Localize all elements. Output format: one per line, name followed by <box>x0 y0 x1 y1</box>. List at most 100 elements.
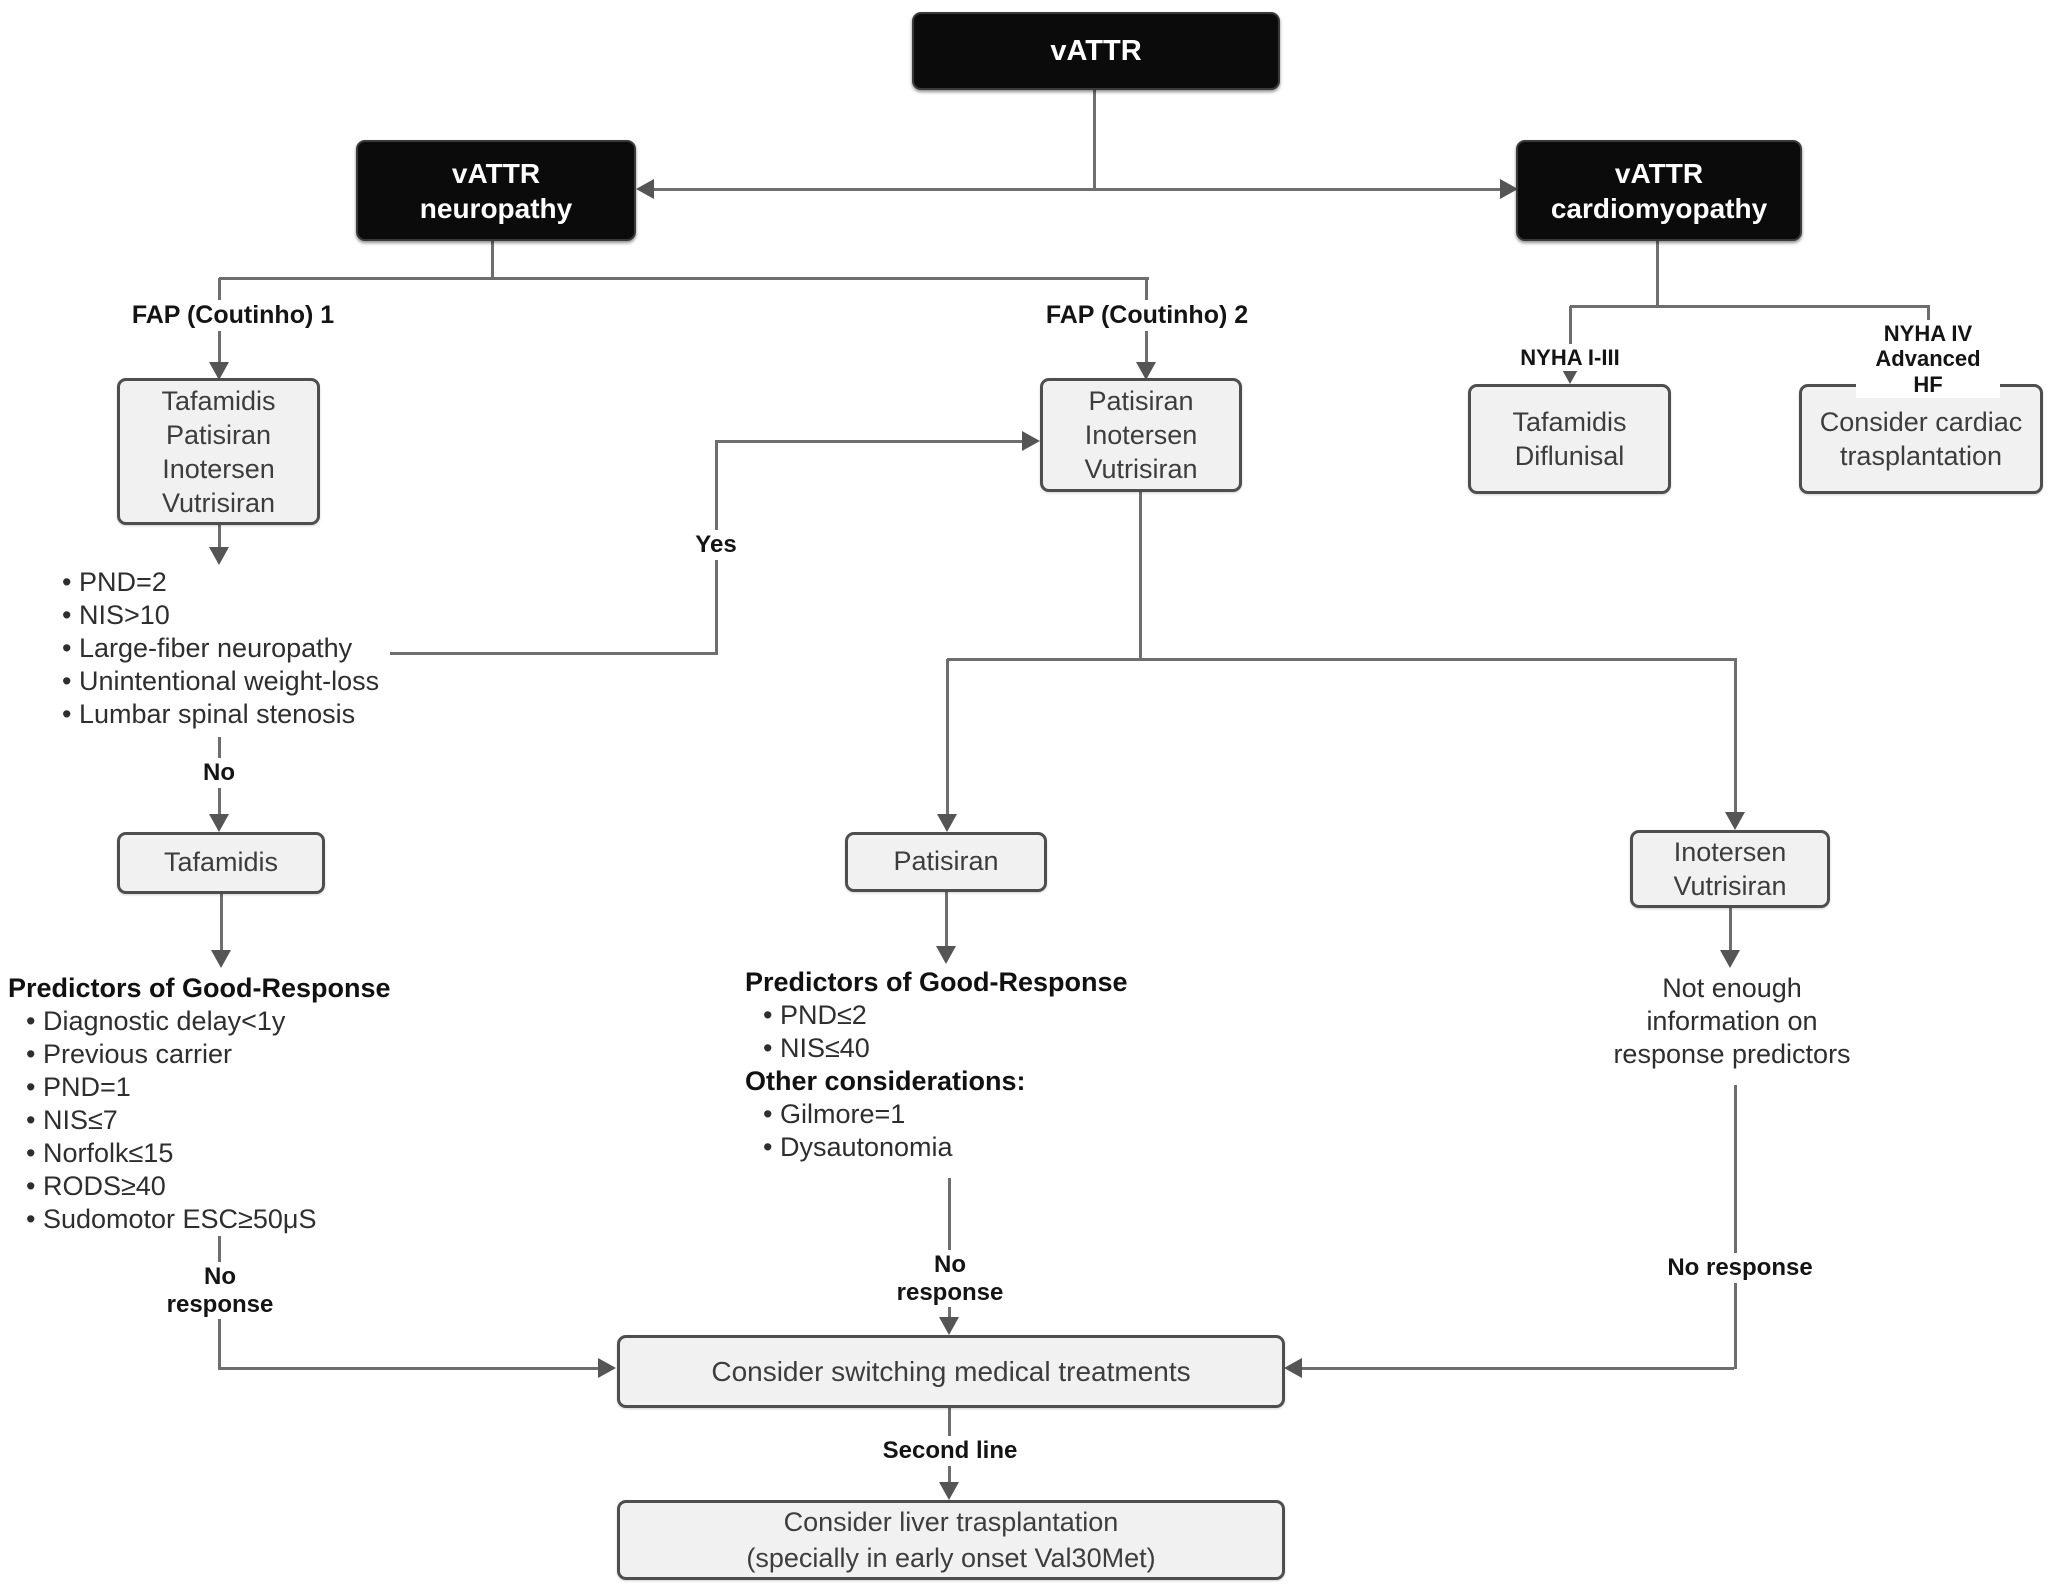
node-liver-transplantation: Consider liver trasplantation (specially… <box>617 1500 1285 1580</box>
arrowhead-icon <box>598 1358 616 1378</box>
node-label: Vutrisiran <box>161 487 276 518</box>
node-label: Vutrisiran <box>1084 454 1198 484</box>
node-label: Vutrisiran <box>1673 871 1787 901</box>
arrowhead-icon <box>1725 812 1745 830</box>
node-label: trasplantation <box>1839 441 2003 471</box>
connector-line <box>390 652 718 655</box>
connector-line <box>220 894 223 952</box>
predictors-title: Predictors of Good-Response <box>745 967 1128 997</box>
node-label: (specially in early onset Val30Met) <box>746 1543 1156 1573</box>
arrowhead-icon <box>209 547 229 565</box>
node-label: Patisiran <box>1088 386 1194 416</box>
connector-line <box>1734 659 1737 812</box>
node-fap2-treatment-options: Patisiran Inotersen Vutrisiran <box>1040 378 1242 492</box>
node-label: neuropathy <box>419 192 573 224</box>
node-tafamidis: Tafamidis <box>117 832 325 894</box>
edge-label-no-response-middle: No response <box>875 1250 1025 1308</box>
arrowhead-icon <box>937 814 957 832</box>
edge-label-no-response-left: No response <box>145 1262 295 1320</box>
node-patisiran: Patisiran <box>845 832 1047 892</box>
connector-line <box>219 277 1149 280</box>
arrowhead-icon <box>1136 362 1156 380</box>
connector-line <box>948 1178 951 1318</box>
node-cardiac-transplantation: Consider cardiac trasplantation <box>1799 384 2043 494</box>
connector-line <box>219 1367 601 1370</box>
node-label: Consider switching medical treatments <box>711 1356 1191 1387</box>
node-fap1-treatment-options: Tafamidis Patisiran Inotersen Vutrisiran <box>117 378 320 525</box>
node-label: Tafamidis <box>163 847 279 878</box>
predictor-item: Norfolk≤15 <box>26 1137 448 1170</box>
predictor-item: NIS≤7 <box>26 1104 448 1137</box>
node-inotersen-vutrisiran: Inotersen Vutrisiran <box>1630 830 1830 908</box>
connector-line <box>945 892 948 948</box>
node-label: Consider cardiac <box>1819 407 2023 437</box>
arrowhead-icon <box>939 1317 959 1335</box>
arrowhead-icon <box>1720 950 1740 968</box>
arrowhead-icon <box>636 179 654 199</box>
node-label: Patisiran <box>893 846 999 877</box>
arrowhead-icon <box>211 950 231 968</box>
arrowhead-icon <box>1284 1358 1302 1378</box>
consideration-item: Dysautonomia <box>763 1131 1165 1164</box>
edge-label-no-response-right: No response <box>1662 1253 1818 1283</box>
tafamidis-predictors-block: Predictors of Good-Response Diagnostic d… <box>8 972 448 1236</box>
connector-line <box>1570 305 1930 308</box>
note-line: response predictors <box>1613 1039 1851 1069</box>
arrowhead-icon <box>936 946 956 964</box>
node-label: Tafamidis <box>1512 407 1627 437</box>
inotersen-note-block: Not enough information on response predi… <box>1562 972 1902 1071</box>
predictors-title: Predictors of Good-Response <box>8 973 391 1003</box>
criteria-item: Unintentional weight-loss <box>62 665 468 698</box>
connector-line <box>946 659 949 814</box>
node-label: vATTR <box>1050 34 1142 67</box>
connector-line <box>1302 1367 1734 1370</box>
connector-line <box>218 525 221 551</box>
node-label: vATTR <box>1614 157 1704 189</box>
node-tafamidis-diflunisal: Tafamidis Diflunisal <box>1468 384 1671 494</box>
edge-label-line: Advanced HF <box>1875 346 1981 397</box>
node-label: Inotersen <box>1084 420 1198 450</box>
edge-label-fap-coutinho-1: FAP (Coutinho) 1 <box>118 300 348 331</box>
patisiran-predictors-block: Predictors of Good-Response PND≤2 NIS≤40… <box>745 966 1165 1164</box>
connector-line <box>1093 90 1096 190</box>
node-vattr-cardiomyopathy: vATTR cardiomyopathy <box>1516 140 1802 241</box>
edge-label-nyha-4: NYHA IV Advanced HF <box>1856 320 2000 398</box>
connector-line <box>717 440 1027 443</box>
connector-line <box>1569 306 1572 368</box>
arrowhead-icon <box>939 1482 959 1500</box>
connector-line <box>491 241 494 279</box>
predictor-item: Sudomotor ESC≥50μS <box>26 1203 448 1236</box>
predictor-item: NIS≤40 <box>763 1032 1165 1065</box>
edge-label-yes: Yes <box>687 530 745 560</box>
node-label: vATTR <box>451 157 541 189</box>
edge-label-second-line: Second line <box>870 1436 1030 1466</box>
criteria-item: Large-fiber neuropathy <box>62 632 468 665</box>
node-label: Consider liver trasplantation <box>783 1507 1119 1537</box>
node-label: cardiomyopathy <box>1550 192 1768 224</box>
note-line: Not enough <box>1662 973 1802 1003</box>
node-label: Diflunisal <box>1514 441 1625 471</box>
predictor-item: Diagnostic delay<1y <box>26 1005 448 1038</box>
edge-label-fap-coutinho-2: FAP (Coutinho) 2 <box>1032 300 1262 331</box>
predictor-item: PND≤2 <box>763 999 1165 1032</box>
connector-line <box>1729 907 1732 953</box>
predictor-item: RODS≥40 <box>26 1170 448 1203</box>
node-switch-treatments: Consider switching medical treatments <box>617 1335 1285 1408</box>
node-label: Inotersen <box>1673 837 1787 867</box>
arrowhead-icon <box>209 814 229 832</box>
connector-line <box>947 658 1737 661</box>
coutinho1-criteria-list: PND=2 NIS>10 Large-fiber neuropathy Unin… <box>48 566 468 731</box>
other-considerations-title: Other considerations: <box>745 1066 1026 1096</box>
criteria-item: PND=2 <box>62 566 468 599</box>
criteria-item: Lumbar spinal stenosis <box>62 698 468 731</box>
predictor-item: PND=1 <box>26 1071 448 1104</box>
node-vattr: vATTR <box>912 12 1280 90</box>
connector-line <box>1139 492 1142 660</box>
criteria-item: NIS>10 <box>62 599 468 632</box>
node-label: Inotersen <box>162 453 275 484</box>
node-label: Patisiran <box>165 419 272 450</box>
edge-label-line: NYHA IV <box>1883 321 1973 346</box>
node-vattr-neuropathy: vATTR neuropathy <box>356 140 636 241</box>
arrowhead-icon <box>209 362 229 380</box>
predictor-item: Previous carrier <box>26 1038 448 1071</box>
